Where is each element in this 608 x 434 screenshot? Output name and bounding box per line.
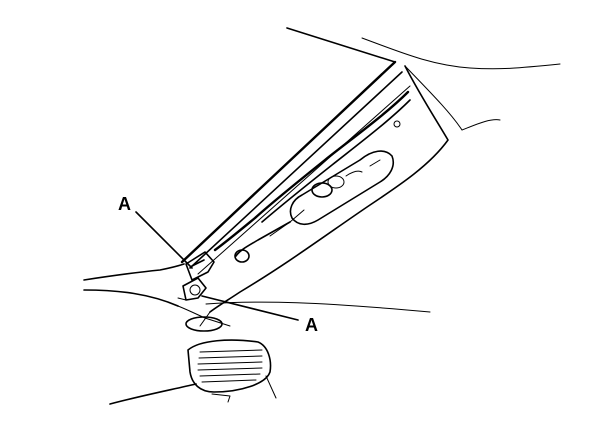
speaker-grille (185, 316, 223, 332)
airbag-module (234, 120, 401, 263)
a-pillar-outer-edge (180, 60, 411, 275)
callout-a-upper: A (118, 194, 131, 214)
wire-harness (213, 90, 411, 252)
dashboard-top (83, 263, 431, 327)
dashboard-lower-edge (109, 375, 277, 405)
leader-line-lower (201, 295, 299, 321)
pillar-clips (177, 251, 215, 301)
callout-a-lower: A (305, 315, 318, 335)
roof-outline (286, 27, 561, 131)
leader-line-upper (135, 211, 193, 269)
callout-leaders (135, 211, 299, 321)
air-vent (187, 339, 272, 403)
pillar-inner-body (199, 65, 449, 327)
